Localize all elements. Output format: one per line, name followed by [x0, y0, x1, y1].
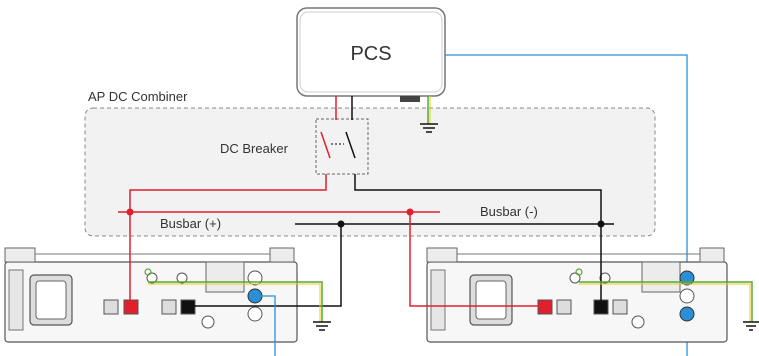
right-positive-drop [409, 212, 545, 307]
left-ground-wire-stripe [148, 283, 321, 322]
positive-terminal [123, 299, 139, 315]
combiner-label: AP DC Combiner [88, 89, 188, 104]
pcs-terminal-block [400, 96, 420, 102]
breaker-label: DC Breaker [220, 141, 289, 156]
ground-icon [313, 321, 331, 331]
pcs-unit: PCS [296, 7, 446, 102]
negative-terminal [180, 299, 196, 315]
comm-port-icon [679, 270, 695, 286]
comm-port-icon [679, 306, 695, 322]
positive-terminal [537, 299, 553, 315]
pcs-label: PCS [350, 43, 391, 65]
left-comm-link [255, 295, 276, 356]
ground-point-icon [144, 268, 152, 276]
ground-point-icon [575, 268, 583, 276]
right-ground-wire [579, 281, 753, 322]
dc-breaker [315, 118, 369, 175]
battery-module-right [426, 247, 728, 343]
battery-module-left [4, 247, 298, 343]
ground-icon [420, 123, 438, 133]
busbar-negative-label: Busbar (-) [480, 204, 538, 219]
ground-icon [743, 321, 759, 331]
left-ground-wire [148, 281, 323, 322]
right-ground-wire-stripe [579, 283, 751, 322]
busbar-positive-label: Busbar (+) [160, 216, 221, 231]
breaker-negative-out [354, 174, 602, 224]
left-negative-drop [188, 224, 342, 307]
combiner-enclosure [84, 107, 656, 237]
breaker-positive-out [129, 174, 327, 212]
